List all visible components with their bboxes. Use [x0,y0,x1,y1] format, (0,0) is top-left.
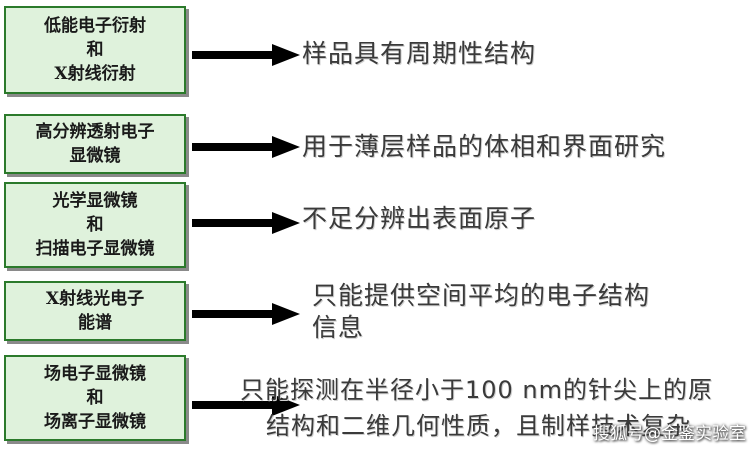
limitation-line: 信息 [312,313,365,342]
right-arrow-icon [192,212,300,234]
right-arrow-icon [192,136,300,158]
limitation-line: 只能提供空间平均的电子结构 [312,281,651,310]
method-label-line: 和 [86,215,104,235]
right-arrow-icon [192,394,300,416]
method-label-line: 高分辨透射电子 [35,122,155,142]
limitation-line: 用于薄层样品的体相和界面研究 [302,132,667,161]
limitation-line: 只能探测在半径小于100 nm的针尖上的原 [240,376,714,404]
method-box-hrtem: 高分辨透射电子 显微镜 [4,114,186,174]
method-label-line: 能谱 [77,313,112,333]
limitation-line: 结构和二维几何性质，且制样技术复杂 [266,412,691,440]
limitation-text: 只能提供空间平均的电子结构 信息 [312,280,650,344]
method-label-line: 场离子显微镜 [44,412,146,432]
limitation-line: 样品具有周期性结构 [302,39,537,68]
method-label-line: 扫描电子显微镜 [35,239,155,259]
method-label-line: 显微镜 [69,146,121,166]
method-label-line: 低能电子衍射 [44,16,146,36]
method-label-line: X射线光电子 [45,289,145,309]
right-arrow-icon [192,303,300,325]
method-label-line: X射线衍射 [54,64,136,84]
limitation-text: 样品具有周期性结构 [302,38,536,70]
limitation-text: 只能探测在半径小于100 nm的针尖上的原 结构和二维几何性质，且制样技术复杂 [240,372,713,444]
right-arrow-icon [192,44,300,66]
method-box-xps: X射线光电子 能谱 [4,281,186,341]
method-label-line: 光学显微镜 [52,191,138,211]
method-box-om-sem: 光学显微镜 和 扫描电子显微镜 [4,182,186,268]
method-box-leed-xrd: 低能电子衍射 和 X射线衍射 [4,6,186,94]
method-label-line: 和 [86,388,104,408]
method-label-line: 场电子显微镜 [44,364,146,384]
method-box-fem-fim: 场电子显微镜 和 场离子显微镜 [4,355,186,441]
limitation-line: 不足分辨出表面原子 [302,204,537,233]
method-label-line: 和 [86,40,104,60]
limitation-text: 用于薄层样品的体相和界面研究 [302,131,666,163]
limitation-text: 不足分辨出表面原子 [302,203,536,235]
watermark: 搜狐号@金鉴实验室 [593,424,746,444]
